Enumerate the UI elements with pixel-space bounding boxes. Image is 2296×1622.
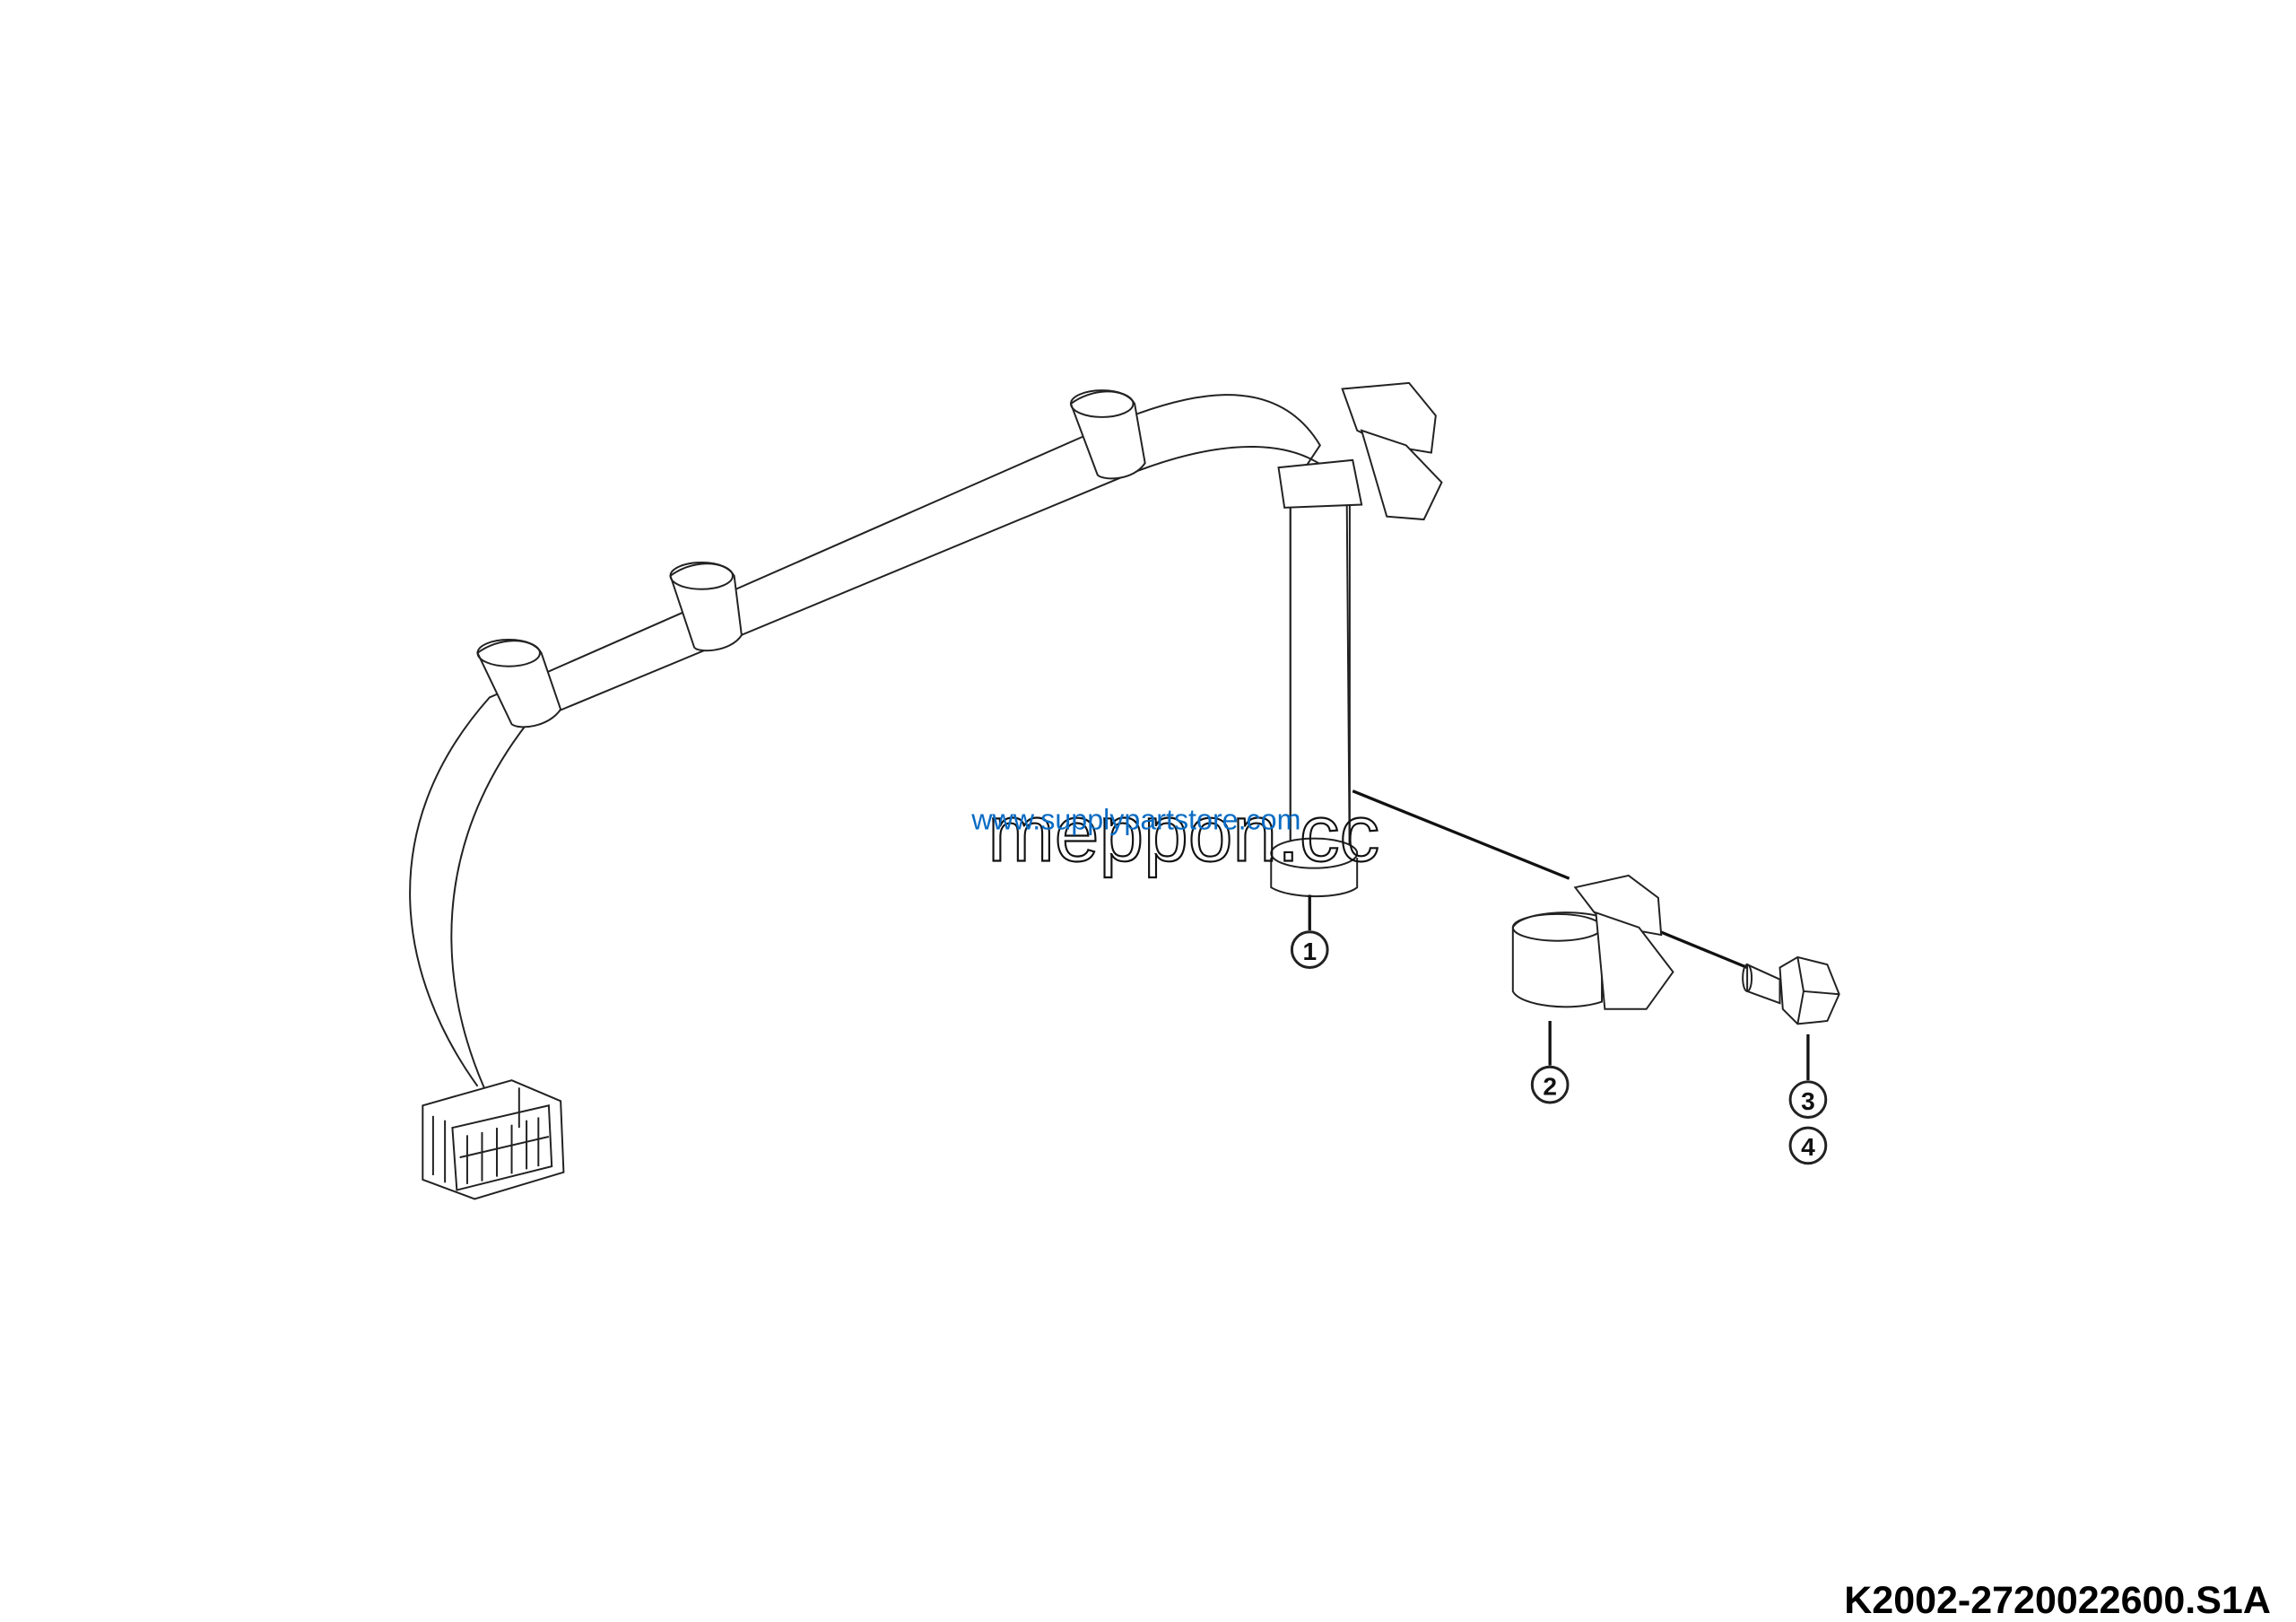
- part-clip: [1511, 874, 1674, 1010]
- mounted-clip: [1277, 381, 1443, 521]
- leader-line: [1352, 789, 1570, 880]
- svg-text:3: 3: [1801, 1087, 1815, 1115]
- drawing-code: K2002-2720022600.S1A: [1844, 1579, 2271, 1622]
- callout-2: 2: [1530, 1021, 1570, 1104]
- bottom-sleeve: [1270, 837, 1359, 898]
- svg-text:1: 1: [1302, 937, 1317, 965]
- harness-connector: [422, 1079, 565, 1200]
- svg-text:2: 2: [1543, 1072, 1557, 1100]
- wire-harness: [409, 381, 1443, 1129]
- watermark-meppon: meppon.cc: [987, 788, 1379, 877]
- harness-clamp: [669, 562, 743, 652]
- svg-text:4: 4: [1801, 1133, 1815, 1161]
- callout-4: 4: [1788, 1126, 1828, 1165]
- harness-clamp: [476, 639, 562, 728]
- callout-1: 1: [1290, 894, 1329, 969]
- harness-clamp: [1069, 389, 1146, 480]
- callout-3: 3: [1788, 1033, 1828, 1119]
- part-bolt: [1742, 955, 1840, 1025]
- watermark-supplypartstore: www.supplypartstore.com: [970, 804, 1300, 836]
